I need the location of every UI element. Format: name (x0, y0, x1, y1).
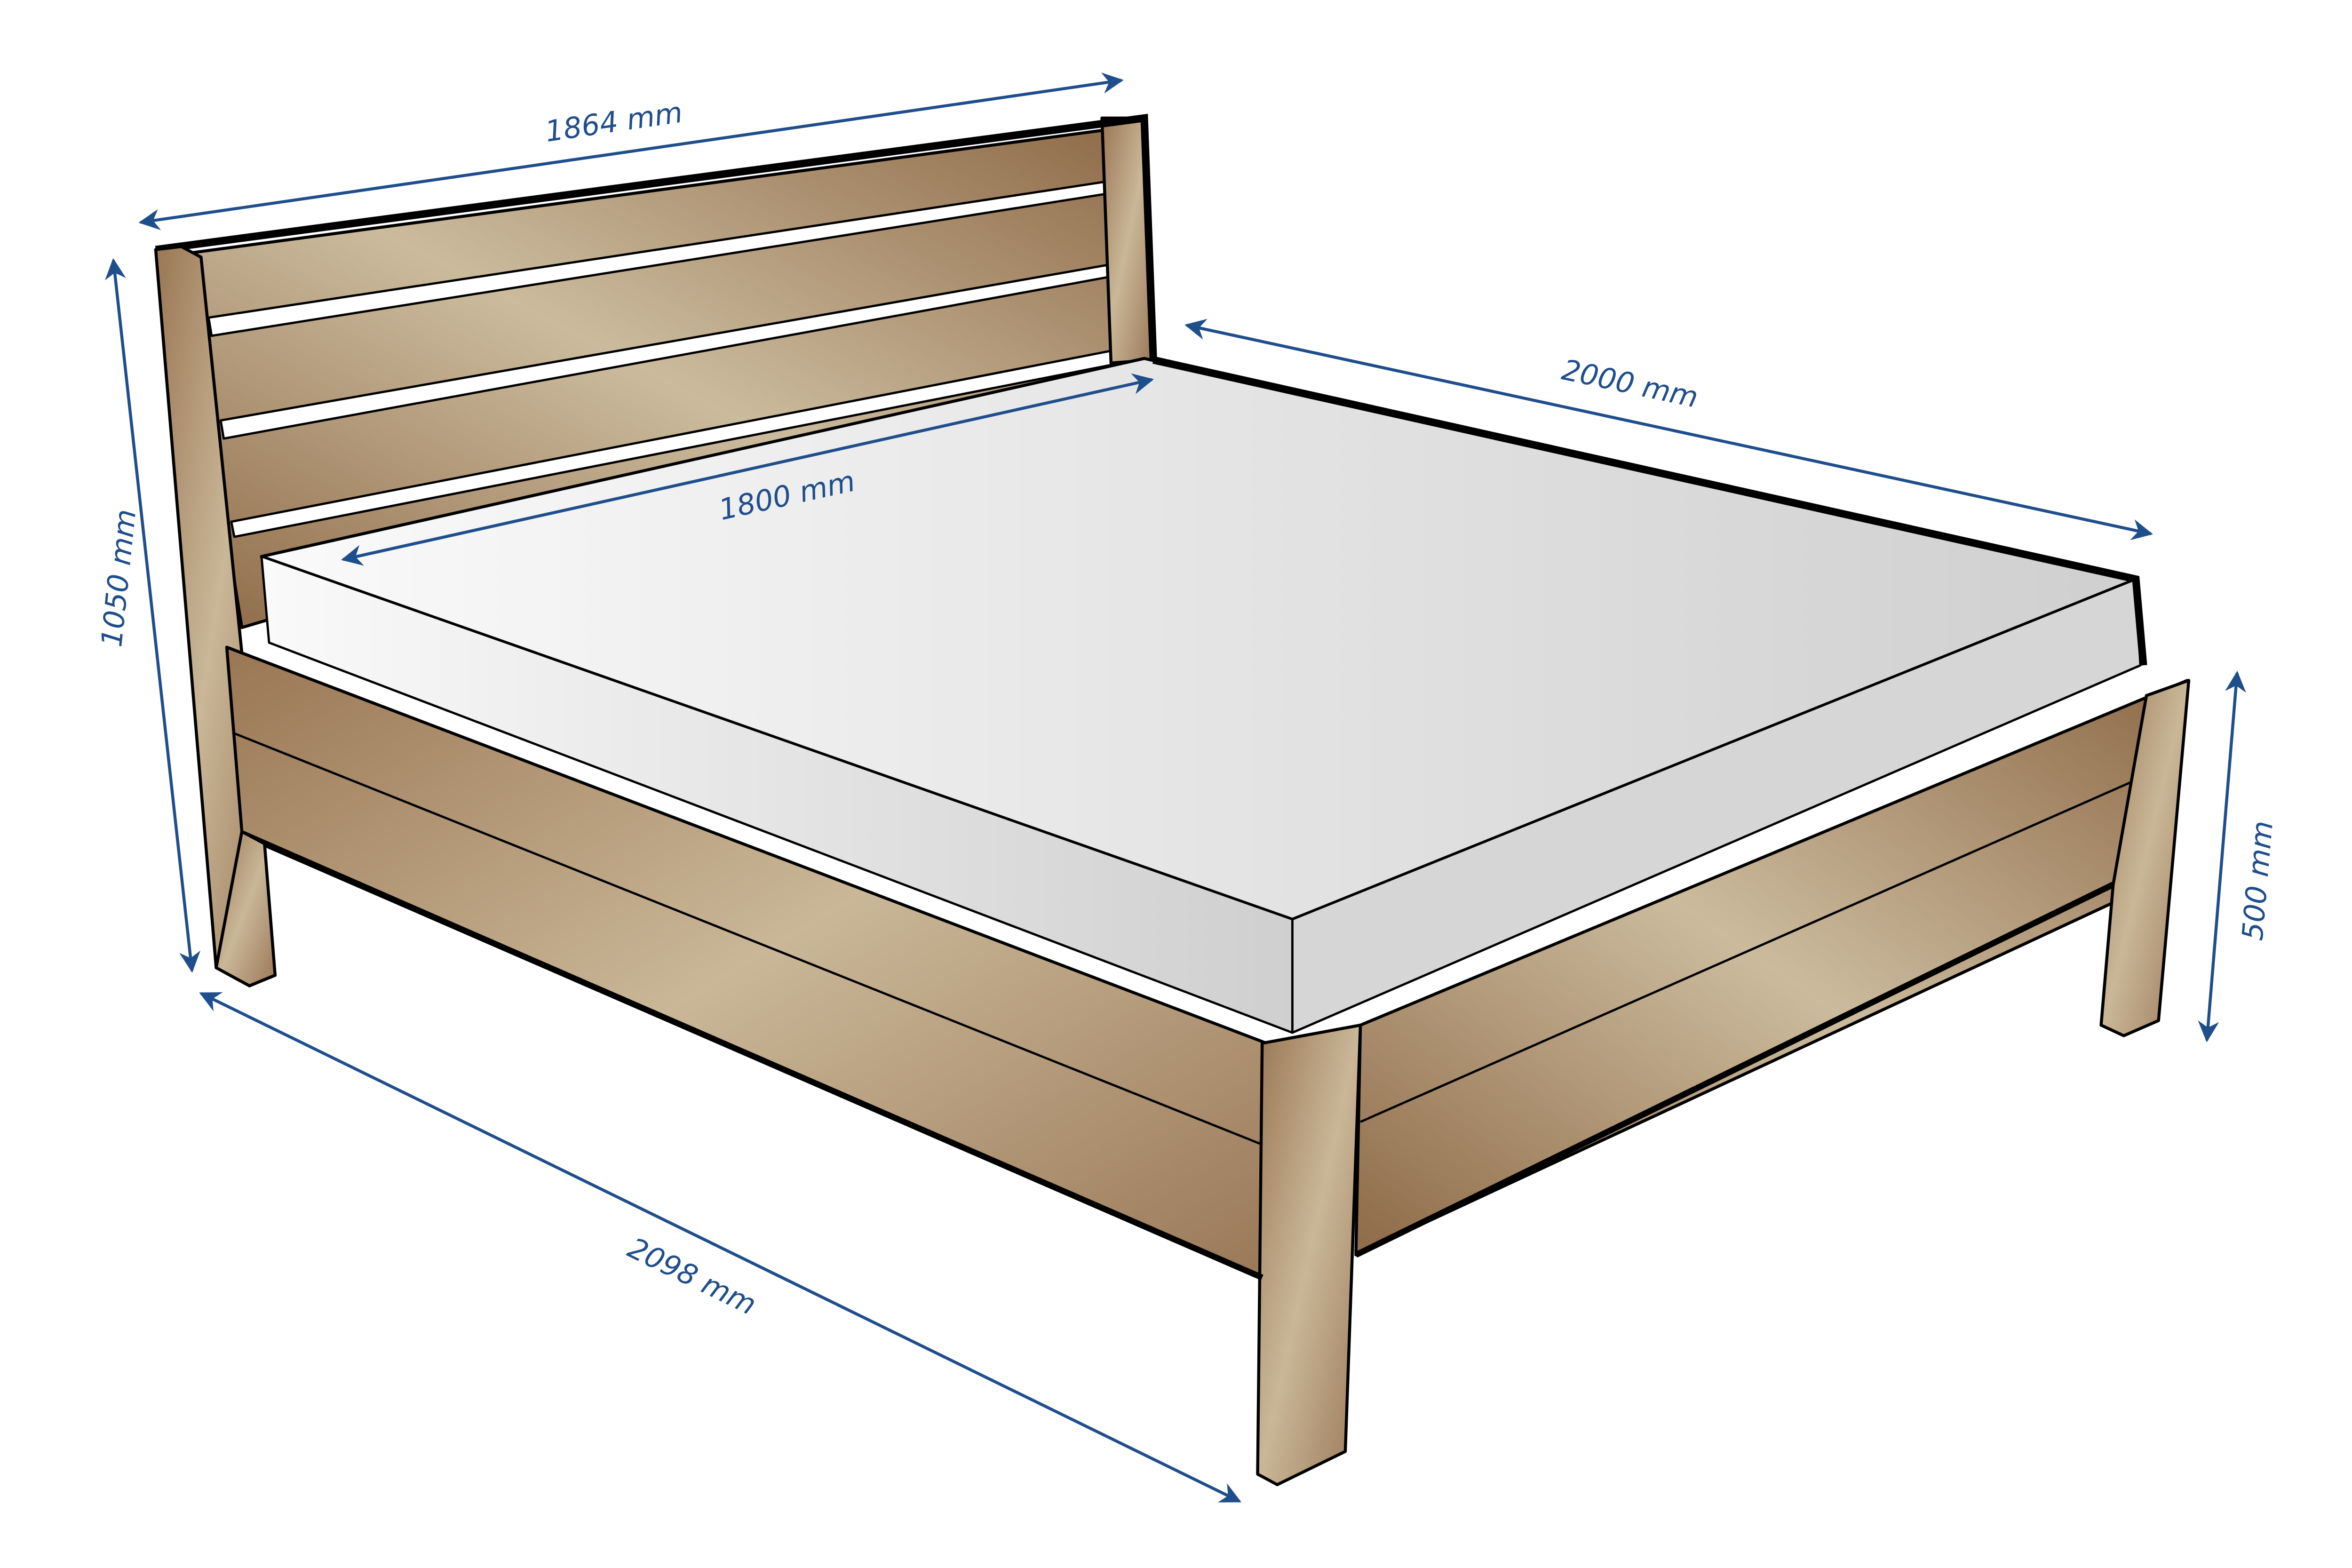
dimension-label: 500 mm (2236, 820, 2280, 942)
dimension-label: 1050 mm (95, 508, 143, 649)
dimension-label: 2098 mm (623, 1231, 762, 1322)
foot-corner-leg (1256, 1023, 1362, 1487)
dimension-label: 1864 mm (543, 96, 684, 149)
dimension-frame-height: 500 mm (2198, 670, 2280, 1043)
front-left-leg (215, 830, 277, 987)
dimension-label: 2000 mm (1559, 353, 1701, 415)
